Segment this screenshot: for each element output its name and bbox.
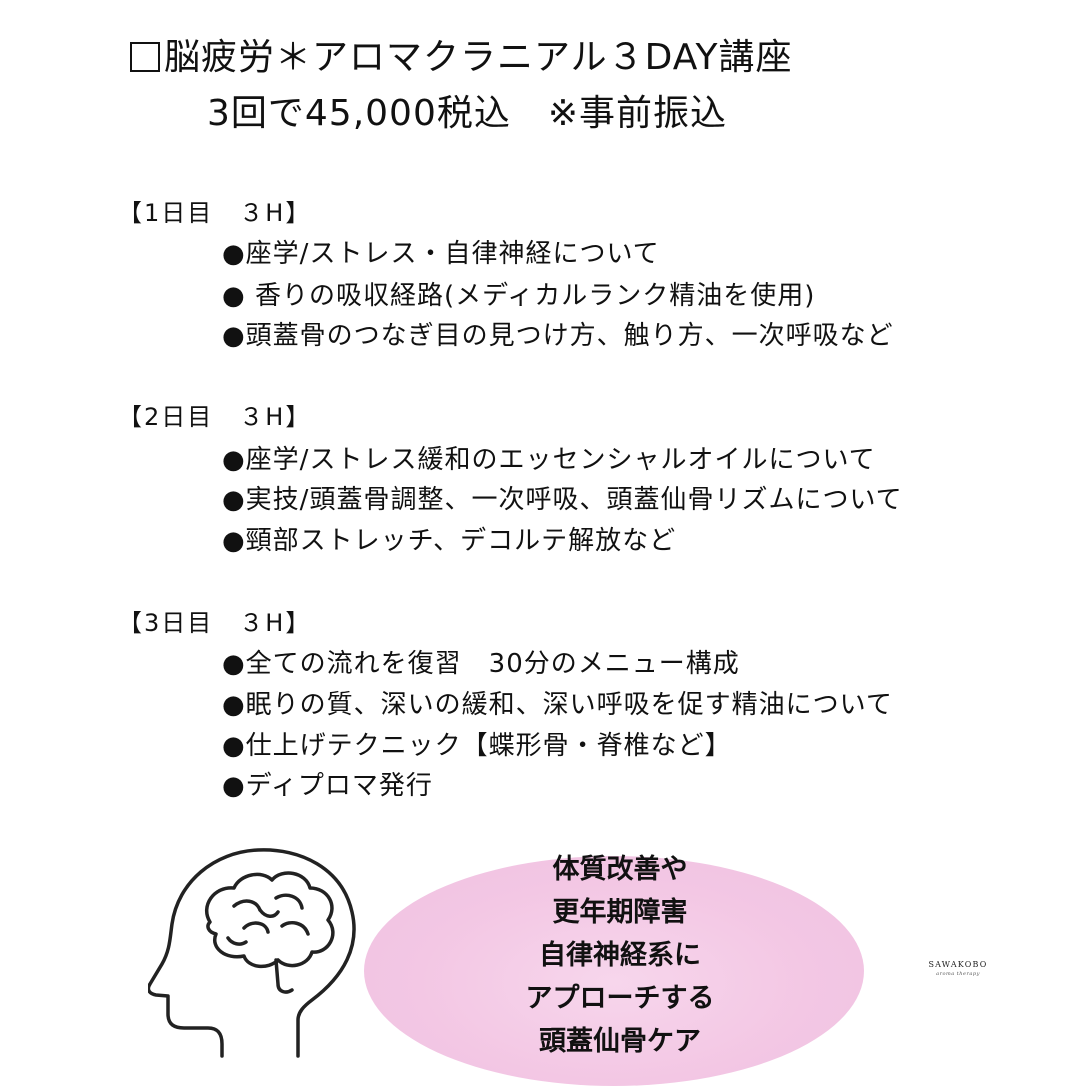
day-2-item: ●座学/ストレス緩和のエッセンシャルオイルについて xyxy=(222,445,876,475)
logo-name: SAWAKOBO xyxy=(928,960,988,969)
day-3-item: ●ディプロマ発行 xyxy=(222,771,433,801)
callout-background xyxy=(364,856,864,1086)
day-3-heading: 【3日目 ３H】 xyxy=(118,609,312,637)
day-1-heading: 【1日目 ３H】 xyxy=(118,199,312,227)
day-1-item: ●頭蓋骨のつなぎ目の見つけ方、触り方、一次呼吸など xyxy=(222,321,894,351)
callout-line: 頭蓋仙骨ケア xyxy=(539,1026,701,1057)
callout-line: 体質改善や xyxy=(552,854,688,885)
day-3-item: ●全ての流れを復習 30分のメニュー構成 xyxy=(222,649,740,679)
day-3-item: ●眠りの質、深いの緩和、深い呼吸を促す精油について xyxy=(222,690,893,720)
day-2-heading: 【2日目 ３H】 xyxy=(118,403,312,431)
callout-line: 自律神経系に xyxy=(539,940,701,971)
callout-text: 体質改善や 更年期障害 自律神経系に アプローチする 頭蓋仙骨ケア xyxy=(460,848,780,1063)
logo-tagline: aroma therapy xyxy=(936,971,980,977)
day-2-item: ●頸部ストレッチ、デコルテ解放など xyxy=(222,526,677,556)
day-1-item: ●座学/ストレス・自律神経について xyxy=(222,239,660,269)
head-brain-icon xyxy=(148,848,356,1058)
page-title: 脳疲労＊アロマクラニアル３DAY講座 xyxy=(130,36,793,80)
title-text: 脳疲労＊アロマクラニアル３DAY講座 xyxy=(164,37,793,78)
day-1-item: ● 香りの吸収経路(メディカルランク精油を使用) xyxy=(222,281,816,311)
price-line: 3回で45,000税込 ※事前振込 xyxy=(207,93,728,134)
brand-logo: SAWAKOBO aroma therapy xyxy=(925,960,991,977)
day-3-item: ●仕上げテクニック【蝶形骨・脊椎など】 xyxy=(222,731,732,761)
checkbox-icon xyxy=(130,42,160,72)
callout-line: 更年期障害 xyxy=(552,897,688,928)
day-2-item: ●実技/頭蓋骨調整、一次呼吸、頭蓋仙骨リズムについて xyxy=(222,485,903,515)
callout-line: アプローチする xyxy=(525,983,715,1014)
